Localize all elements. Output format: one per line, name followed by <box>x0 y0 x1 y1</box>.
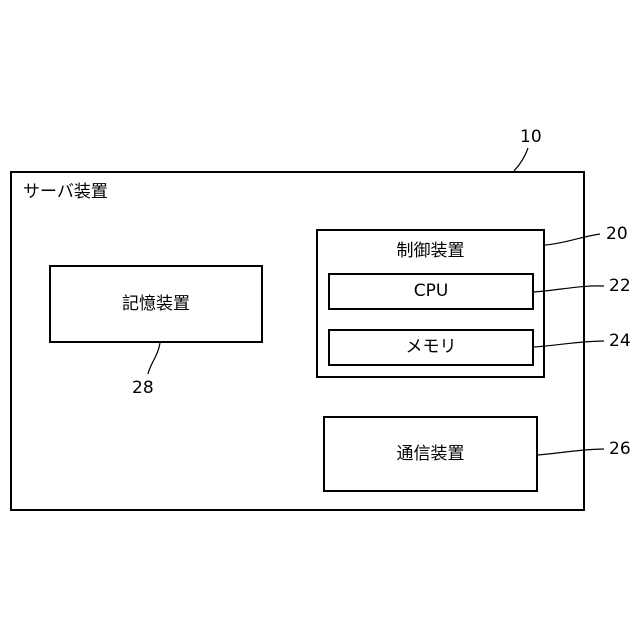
communication-device-box: 通信装置 <box>323 416 538 492</box>
communication-device-label: 通信装置 <box>397 446 465 463</box>
ref-numeral-10: 10 <box>520 129 542 146</box>
storage-device-box: 記憶装置 <box>49 265 263 343</box>
ref-numeral-24: 24 <box>609 333 631 350</box>
ref-numeral-26: 26 <box>609 441 631 458</box>
ref-numeral-28: 28 <box>132 380 154 397</box>
leader-line-10 <box>514 148 528 171</box>
control-device-label: 制御装置 <box>318 243 543 260</box>
cpu-label: CPU <box>414 283 449 300</box>
memory-box: メモリ <box>328 329 534 366</box>
ref-numeral-20: 20 <box>606 226 628 243</box>
storage-device-label: 記憶装置 <box>122 296 190 313</box>
memory-label: メモリ <box>406 339 457 356</box>
cpu-box: CPU <box>328 273 534 310</box>
ref-numeral-22: 22 <box>609 278 631 295</box>
server-device-label: サーバ装置 <box>23 184 108 201</box>
